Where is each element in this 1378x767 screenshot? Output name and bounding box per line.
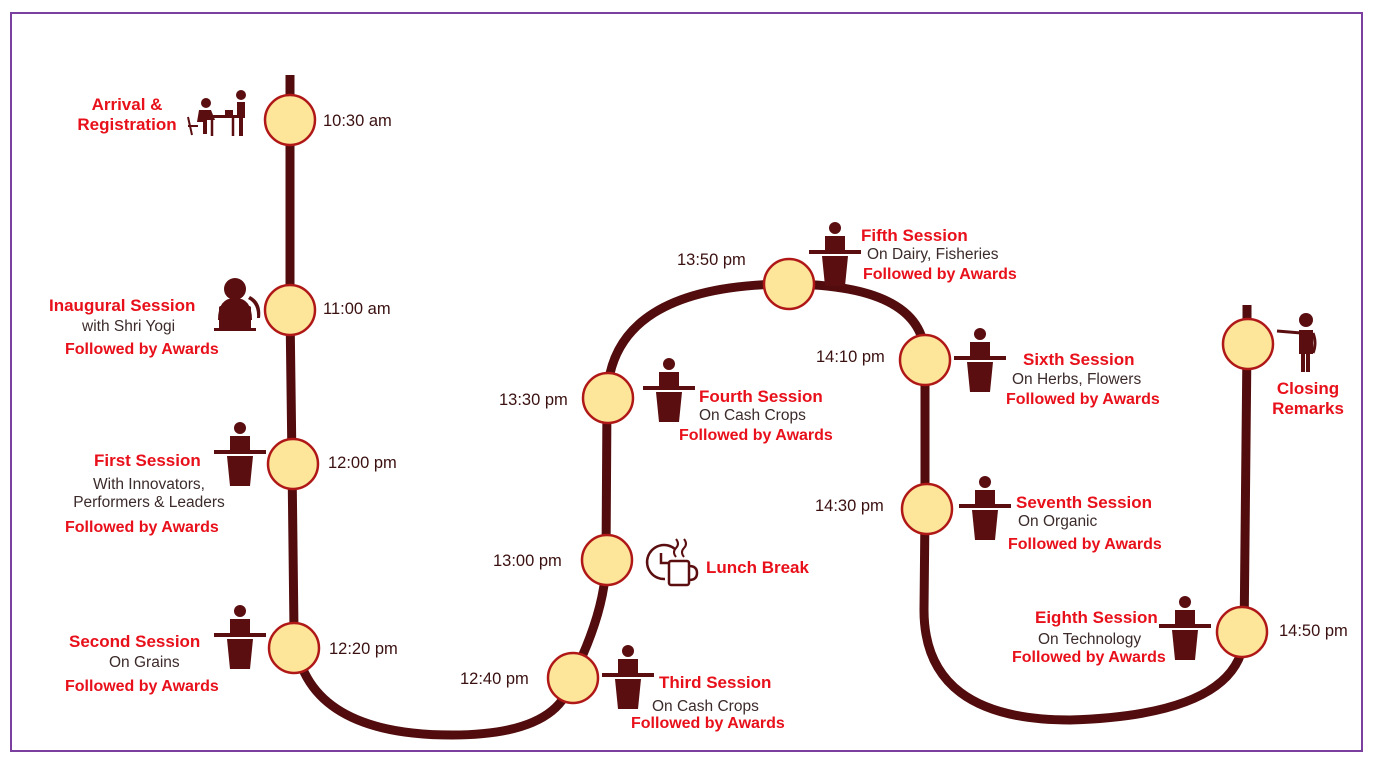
event-title-seventh: Seventh Session (1016, 493, 1153, 512)
event-subtitle-fourth: On Cash Crops (699, 407, 806, 424)
event-time-inaugural: 11:00 am (323, 300, 391, 318)
event-subtitle-second: On Grains (109, 654, 180, 671)
event-title-fourth: Fourth Session (699, 387, 823, 406)
event-time-seventh: 14:30 pm (815, 497, 884, 515)
timeline-node (898, 333, 952, 387)
podium-speaker-icon (602, 645, 654, 709)
timeline-node (1215, 605, 1269, 659)
speaker-laptop-icon (214, 278, 261, 331)
event-title-fifth: Fifth Session (861, 226, 968, 245)
event-time-third: 12:40 pm (460, 670, 529, 688)
podium-speaker-icon (954, 328, 1006, 392)
event-awards-eighth: Followed by Awards (1012, 649, 1166, 666)
timeline-node (263, 283, 317, 337)
podium-speaker-icon (809, 222, 861, 286)
event-subtitle-fifth: On Dairy, Fisheries (867, 246, 999, 263)
event-awards-seventh: Followed by Awards (1008, 536, 1162, 553)
event-time-first: 12:00 pm (328, 454, 397, 472)
timeline-track (285, 75, 1252, 740)
registration-desk-icon (187, 90, 246, 136)
event-subtitle-inaugural: with Shri Yogi (82, 318, 176, 335)
podium-speaker-icon (959, 476, 1011, 540)
podium-speaker-icon (643, 358, 695, 422)
timeline-node (1221, 317, 1275, 371)
event-time-sixth: 14:10 pm (816, 348, 885, 366)
event-subtitle-sixth: On Herbs, Flowers (1012, 371, 1142, 388)
event-awards-third: Followed by Awards (631, 715, 785, 732)
timeline-node (546, 651, 600, 705)
event-awards-sixth: Followed by Awards (1006, 391, 1160, 408)
timeline-node (900, 482, 954, 536)
timeline-node (267, 621, 321, 675)
timeline-node (580, 533, 634, 587)
event-title-closing: Closing Remarks (1272, 379, 1344, 418)
podium-speaker-icon (214, 605, 266, 669)
clock-coffee-icon (645, 538, 699, 587)
timeline-node (263, 93, 317, 147)
event-subtitle-seventh: On Organic (1018, 513, 1098, 530)
timeline-node (266, 437, 320, 491)
event-awards-second: Followed by Awards (65, 678, 219, 695)
diagram-frame (10, 12, 1363, 752)
event-title-first: First Session (94, 451, 201, 470)
presenter-pointing-icon (1276, 313, 1317, 372)
timeline-node (581, 371, 635, 425)
event-title-lunch: Lunch Break (706, 558, 809, 577)
event-awards-fourth: Followed by Awards (679, 427, 833, 444)
event-title-arrival: Arrival & Registration (77, 95, 177, 134)
event-time-arrival: 10:30 am (323, 112, 392, 130)
event-title-sixth: Sixth Session (1023, 350, 1135, 369)
event-time-fifth: 13:50 pm (677, 251, 746, 269)
event-time-second: 12:20 pm (329, 640, 398, 658)
event-title-third: Third Session (659, 673, 772, 692)
event-time-eighth: 14:50 pm (1279, 622, 1348, 640)
event-title-second: Second Session (69, 632, 201, 651)
event-time-fourth: 13:30 pm (499, 391, 568, 409)
event-subtitle-eighth: On Technology (1038, 631, 1142, 648)
event-subtitle-third: On Cash Crops (652, 698, 759, 715)
timeline-node (762, 257, 816, 311)
event-title-inaugural: Inaugural Session (49, 296, 196, 315)
event-awards-fifth: Followed by Awards (863, 266, 1017, 283)
event-title-eighth: Eighth Session (1035, 608, 1158, 627)
event-awards-first: Followed by Awards (65, 519, 219, 536)
event-subtitle-first: With Innovators, Performers & Leaders (73, 476, 225, 511)
event-time-lunch: 13:00 pm (493, 552, 562, 570)
event-awards-inaugural: Followed by Awards (65, 341, 219, 358)
podium-speaker-icon (1159, 596, 1211, 660)
